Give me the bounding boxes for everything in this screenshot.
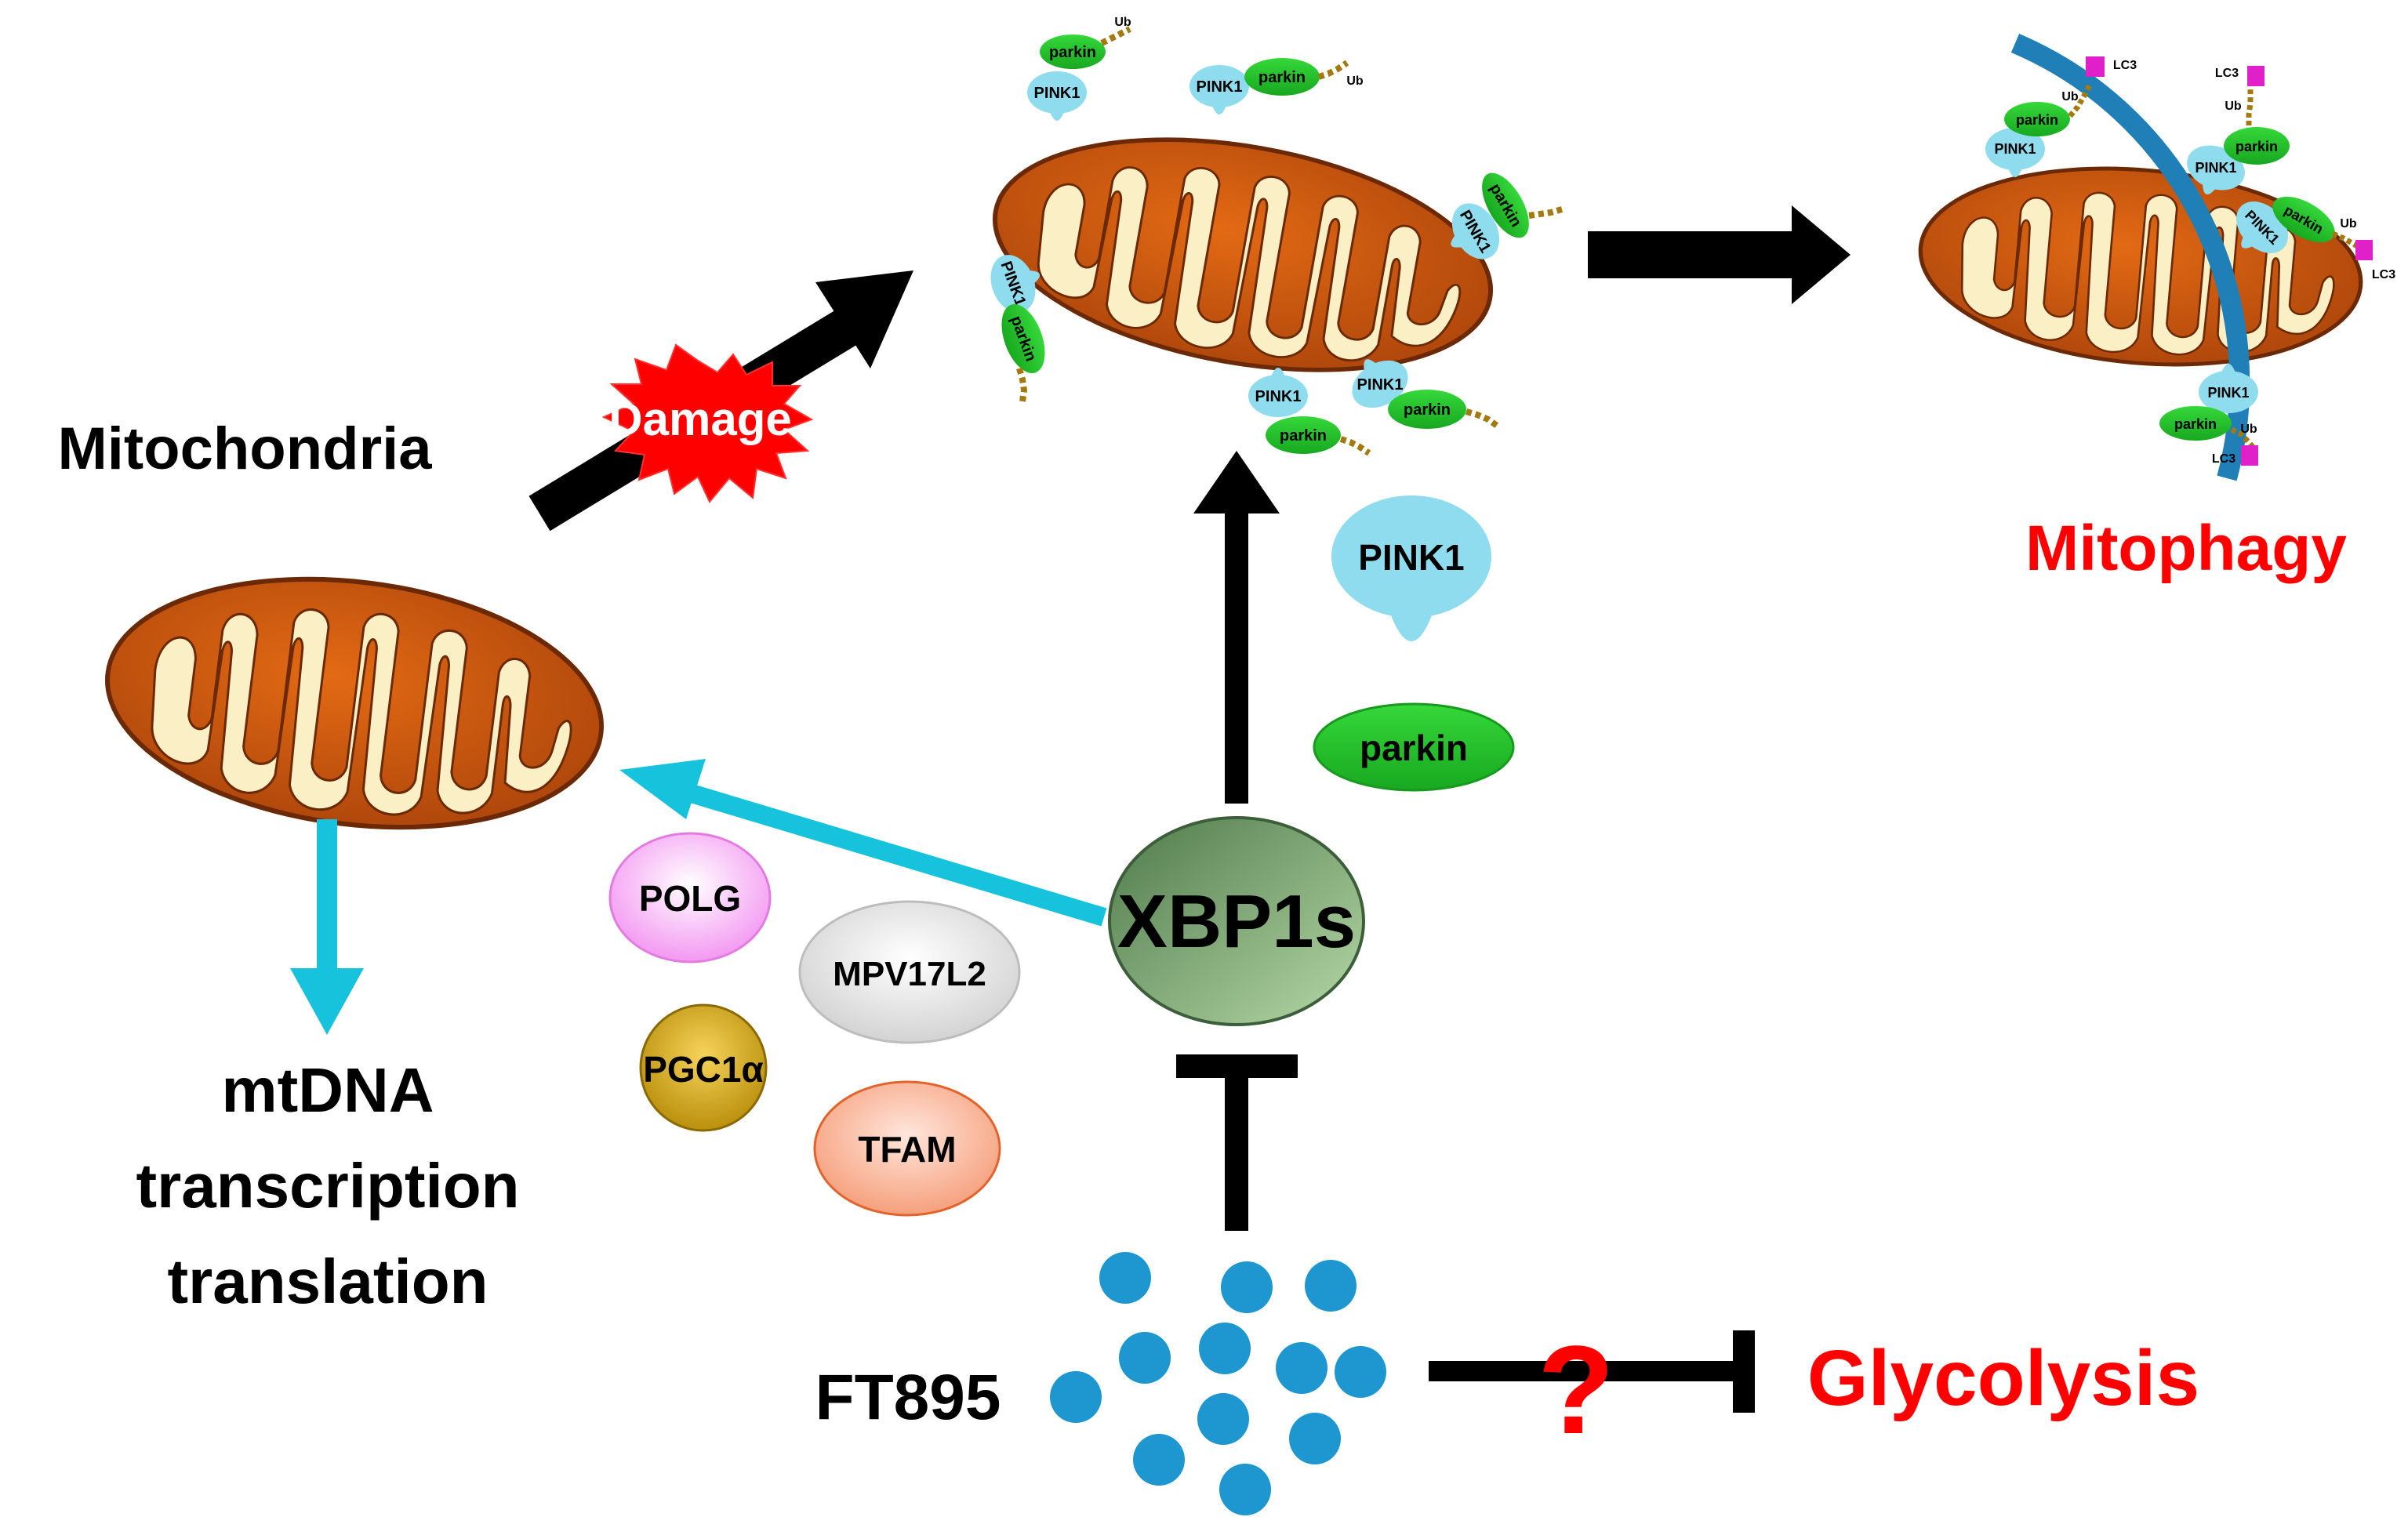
svg-text:PINK1: PINK1 (2195, 160, 2236, 176)
svg-text:parkin: parkin (1049, 44, 1096, 61)
svg-text:PINK1: PINK1 (1034, 85, 1081, 102)
damaged-mitochondrion-icon (977, 105, 1509, 405)
svg-text:parkin: parkin (1404, 401, 1451, 419)
svg-text:Ub: Ub (2225, 100, 2242, 113)
svg-text:Ub: Ub (1346, 74, 1364, 88)
xbp1s-to-mitochondria-arrow (619, 759, 1107, 927)
svg-text:PINK1: PINK1 (2207, 385, 2249, 401)
pink1-parkin-lc3-complexes-right: PINK1 parkin Ub LC3 PINK1 parkin Ub LC3 … (1985, 56, 2395, 466)
mitochondria-label: Mitochondria (57, 416, 432, 482)
svg-text:Ub: Ub (1114, 16, 1131, 29)
damage-label: Damage (608, 393, 791, 445)
glycolysis-label: Glycolysis (1807, 1334, 2199, 1422)
svg-text:parkin: parkin (1258, 69, 1306, 86)
glycolysis-inhibition-arrow (1429, 1330, 1755, 1413)
mitochondria-to-mtdna-arrow (290, 819, 364, 1035)
svg-text:PINK1: PINK1 (1255, 388, 1302, 405)
svg-text:PINK1: PINK1 (1357, 376, 1404, 394)
svg-text:PINK1: PINK1 (1197, 78, 1243, 96)
pgc1a-node (639, 1003, 768, 1132)
parkin-label: parkin (1360, 728, 1468, 768)
pink1-parkin-complexes-top: PINK1 parkin Ub PINK1 parkin Ub PINK1 pa… (982, 16, 1564, 456)
question-mark: ? (1538, 1319, 1614, 1460)
to-mitophagy-arrow (1588, 205, 1850, 304)
svg-text:LC3: LC3 (2113, 59, 2137, 72)
svg-text:Ub: Ub (2061, 90, 2079, 103)
t-bar-inhibition-icon (1176, 1054, 1298, 1231)
mitophagy-label: Mitophagy (2025, 513, 2347, 584)
mitophagy-mitochondrion-icon (1912, 151, 2369, 382)
mpv17l2-node (798, 900, 1021, 1044)
pink1-protein-icon (1331, 495, 1491, 641)
svg-text:LC3: LC3 (2212, 452, 2235, 466)
svg-text:LC3: LC3 (2215, 67, 2239, 80)
svg-text:Ub: Ub (2240, 423, 2257, 436)
translation-label: translation (168, 1247, 489, 1316)
svg-text:parkin: parkin (2016, 112, 2058, 128)
parkin-protein-icon (1313, 702, 1515, 792)
xbp1s-node (1108, 816, 1365, 1026)
svg-text:LC3: LC3 (2372, 268, 2395, 281)
svg-text:Ub: Ub (2340, 217, 2357, 230)
ft895-label: FT895 (815, 1362, 1001, 1433)
mtdna-label-group: mtDNA transcription translation (136, 1055, 520, 1316)
svg-text:PINK1: PINK1 (1994, 141, 2036, 157)
polg-node (608, 832, 772, 963)
mpv17l2-label: MPV17L2 (833, 955, 986, 993)
tfam-label: TFAM (858, 1129, 956, 1170)
xbp1s-label: XBP1s (1117, 880, 1356, 963)
mtdna-label: mtDNA (221, 1055, 434, 1125)
explosion-burst-icon (601, 343, 814, 503)
molecule-dots-icon (1050, 1252, 1386, 1515)
svg-text:parkin: parkin (2235, 139, 2278, 154)
svg-text:parkin: parkin (1280, 427, 1327, 445)
pink1-label: PINK1 (1358, 537, 1464, 578)
svg-text:parkin: parkin (2174, 416, 2217, 432)
transcription-label: transcription (136, 1151, 520, 1221)
tfam-node (813, 1080, 1001, 1217)
polg-label: POLG (639, 878, 741, 919)
pgc1a-label: PGC1α (643, 1049, 764, 1090)
mitochondrion-icon (93, 553, 616, 854)
xbp1s-to-pink1-arrow (1193, 451, 1280, 804)
